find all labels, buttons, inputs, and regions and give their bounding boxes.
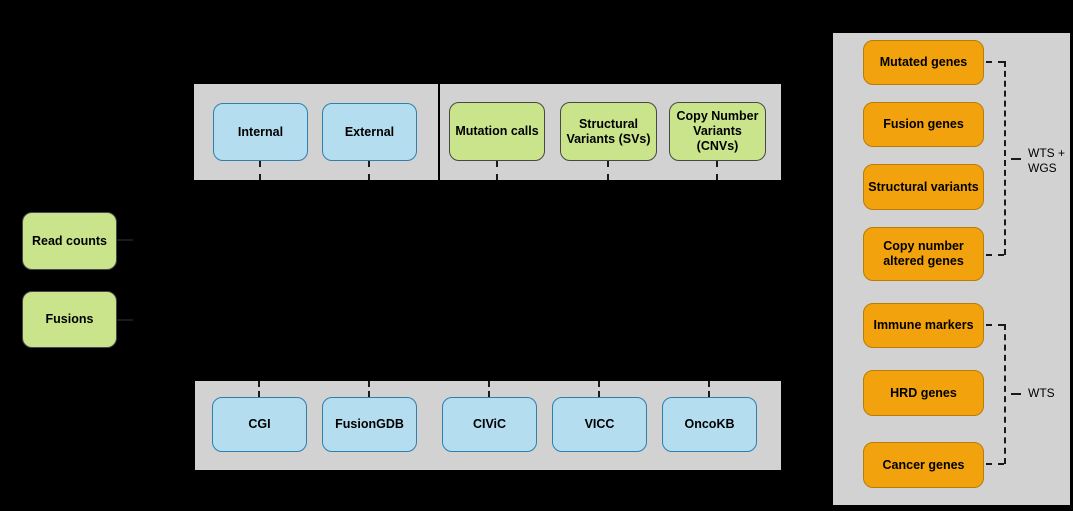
box-cancer-genes: Cancer genes [863, 442, 984, 488]
connector-fusions [117, 319, 133, 321]
bracket-wts-wgs-tick [1011, 158, 1021, 160]
box-mutated-genes: Mutated genes [863, 40, 984, 85]
box-mutation-calls: Mutation calls [449, 102, 545, 161]
connector-read-counts [117, 239, 133, 241]
label-wts-wgs-line2: WGS [1028, 161, 1057, 175]
label-wts-wgs-line1: WTS + [1028, 146, 1066, 160]
dashed-connector-cgi [258, 381, 260, 397]
dashed-connector-fusiongdb [368, 381, 370, 397]
dashed-connector-svs [607, 161, 609, 180]
box-copy-number-altered-genes: Copy number altered genes [863, 227, 984, 281]
dashed-connector-civic [488, 381, 490, 397]
box-copy-number-variants-cnvs: Copy Number Variants (CNVs) [669, 102, 766, 161]
box-read-counts: Read counts [22, 212, 117, 270]
box-structural-variants: Structural variants [863, 164, 984, 210]
dashed-connector-vicc [598, 381, 600, 397]
dashed-connector-mutation-calls [496, 161, 498, 180]
box-fusion-genes: Fusion genes [863, 102, 984, 147]
box-cgi: CGI [212, 397, 307, 452]
label-wts-wgs: WTS + WGS [1028, 146, 1065, 176]
box-structural-variants-svs: Structural Variants (SVs) [560, 102, 657, 161]
label-wts: WTS [1028, 386, 1055, 401]
dashed-connector-oncokb [708, 381, 710, 397]
box-vicc: VICC [552, 397, 647, 452]
box-external: External [322, 103, 417, 161]
dashed-connector-cnvs [716, 161, 718, 180]
bracket-wts-wgs-bottom [986, 254, 1004, 256]
bracket-wts-tick [1011, 393, 1021, 395]
box-fusions: Fusions [22, 291, 117, 348]
box-immune-markers: Immune markers [863, 303, 984, 348]
label-wts-line1: WTS [1028, 386, 1055, 400]
bracket-wts-line [1004, 324, 1006, 464]
bracket-wts-wgs-top [986, 61, 1004, 63]
bracket-wts-bottom [986, 463, 1004, 465]
bracket-wts-top [986, 324, 1004, 326]
bracket-wts-wgs-line [1004, 61, 1006, 255]
box-internal: Internal [213, 103, 308, 161]
dashed-connector-external [368, 161, 370, 180]
box-oncokb: OncoKB [662, 397, 757, 452]
box-fusiongdb: FusionGDB [322, 397, 417, 452]
box-hrd-genes: HRD genes [863, 370, 984, 416]
dashed-connector-internal [259, 161, 261, 180]
box-civic: CIViC [442, 397, 537, 452]
